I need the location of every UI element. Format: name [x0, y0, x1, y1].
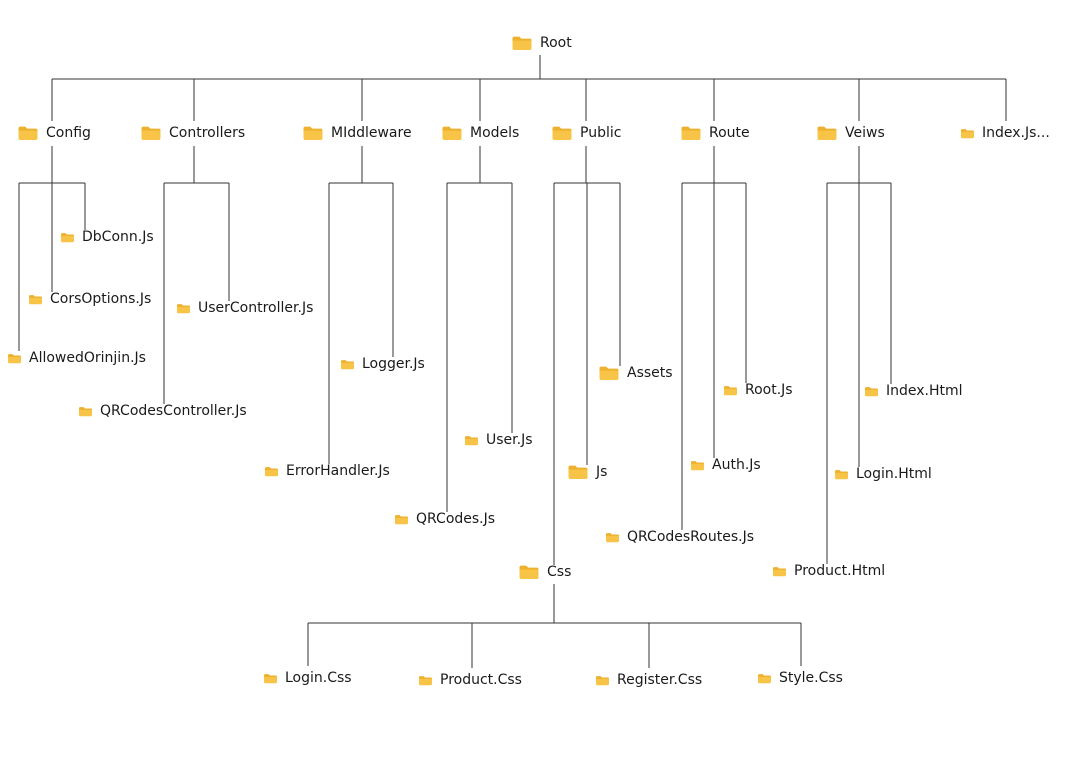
file-icon: [394, 514, 409, 525]
node-label: Login.Html: [856, 466, 932, 482]
file-icon: [464, 435, 479, 446]
tree-node-qrcodesroutes: QRCodesRoutes.Js: [605, 528, 754, 546]
tree-node-errorhandler: ErrorHandler.Js: [264, 462, 390, 480]
file-icon: [605, 532, 620, 543]
node-label: Product.Html: [794, 563, 886, 579]
tree-node-assets: Assets: [598, 364, 673, 382]
tree-node-style-css: Style.Css: [757, 669, 843, 687]
node-label: Login.Css: [285, 670, 352, 686]
tree-node-usercontroller: UserController.Js: [176, 299, 313, 317]
folder-icon: [551, 125, 573, 141]
node-label: Route: [709, 125, 750, 141]
tree-node-logger: Logger.Js: [340, 355, 425, 373]
tree-node-middleware: MIddleware: [302, 124, 412, 142]
tree-node-models: Models: [441, 124, 519, 142]
tree-node-dbconn: DbConn.Js: [60, 228, 154, 246]
tree-node-js: Js: [567, 463, 607, 481]
node-label: MIddleware: [331, 125, 412, 141]
node-label: AllowedOrinjin.Js: [29, 350, 146, 366]
tree-node-root-js: Root.Js: [723, 381, 793, 399]
tree-node-register-css: Register.Css: [595, 671, 702, 689]
node-label: Index.Html: [886, 383, 963, 399]
folder-icon: [518, 564, 540, 580]
node-label: Config: [46, 125, 91, 141]
folder-icon: [441, 125, 463, 141]
node-label: Public: [580, 125, 622, 141]
tree-node-controllers: Controllers: [140, 124, 245, 142]
node-label: Logger.Js: [362, 356, 425, 372]
file-icon: [960, 128, 975, 139]
tree-node-qrcodes-js: QRCodes.Js: [394, 510, 495, 528]
node-label: Root: [540, 35, 572, 51]
node-label: Auth.Js: [712, 457, 761, 473]
folder-icon: [816, 125, 838, 141]
folder-icon: [302, 125, 324, 141]
node-label: Register.Css: [617, 672, 703, 688]
node-label: Models: [470, 125, 520, 141]
file-icon: [723, 385, 738, 396]
file-icon: [772, 566, 787, 577]
file-icon: [264, 466, 279, 477]
tree-node-qrcodescontroller: QRCodesController.Js: [78, 402, 247, 420]
tree-node-product-css: Product.Css: [418, 671, 522, 689]
node-label: Controllers: [169, 125, 246, 141]
folder-icon: [567, 464, 589, 480]
tree-node-index-html: Index.Html: [864, 382, 963, 400]
tree-node-login-css: Login.Css: [263, 669, 352, 687]
tree-node-veiws: Veiws: [816, 124, 885, 142]
folder-icon: [598, 365, 620, 381]
file-icon: [78, 406, 93, 417]
tree-node-index-js: Index.Js...: [960, 124, 1050, 142]
file-icon: [60, 232, 75, 243]
tree-node-login-html: Login.Html: [834, 465, 932, 483]
node-label: Index.Js...: [982, 125, 1050, 141]
node-label: Css: [547, 564, 572, 580]
folder-icon: [17, 125, 39, 141]
folder-icon: [140, 125, 162, 141]
tree-node-user-js: User.Js: [464, 431, 533, 449]
node-label: Root.Js: [745, 382, 793, 398]
file-icon: [28, 294, 43, 305]
node-label: QRCodes.Js: [416, 511, 496, 527]
file-icon: [757, 673, 772, 684]
file-icon: [595, 675, 610, 686]
node-label: CorsOptions.Js: [50, 291, 152, 307]
file-icon: [834, 469, 849, 480]
tree-node-css: Css: [518, 563, 571, 581]
node-label: User.Js: [486, 432, 533, 448]
folder-icon: [680, 125, 702, 141]
file-icon: [340, 359, 355, 370]
tree-node-route: Route: [680, 124, 750, 142]
node-label: Assets: [627, 365, 673, 381]
node-label: Product.Css: [440, 672, 522, 688]
node-label: QRCodesRoutes.Js: [627, 529, 754, 545]
node-label: UserController.Js: [198, 300, 314, 316]
file-icon: [7, 353, 22, 364]
tree-node-root: Root: [511, 34, 572, 52]
tree-node-public: Public: [551, 124, 621, 142]
tree-node-config: Config: [17, 124, 91, 142]
node-label: Js: [596, 464, 608, 480]
tree-node-auth-js: Auth.Js: [690, 456, 761, 474]
node-label: Veiws: [845, 125, 885, 141]
tree-node-allowedorinjin: AllowedOrinjin.Js: [7, 349, 146, 367]
tree-node-product-html: Product.Html: [772, 562, 885, 580]
file-icon: [864, 386, 879, 397]
file-icon: [263, 673, 278, 684]
node-label: DbConn.Js: [82, 229, 154, 245]
tree-node-corsoptions: CorsOptions.Js: [28, 290, 151, 308]
folder-icon: [511, 35, 533, 51]
node-label: QRCodesController.Js: [100, 403, 247, 419]
file-icon: [176, 303, 191, 314]
node-label: ErrorHandler.Js: [286, 463, 390, 479]
node-label: Style.Css: [779, 670, 843, 686]
file-icon: [418, 675, 433, 686]
file-icon: [690, 460, 705, 471]
